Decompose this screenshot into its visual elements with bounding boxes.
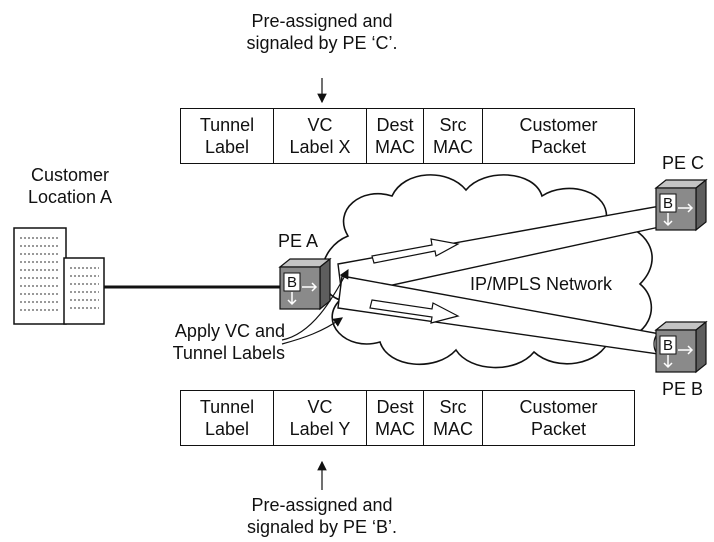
flow-arrow-upper — [371, 238, 460, 264]
bottom-note: Pre-assigned and signaled by PE ‘B’. — [246, 495, 398, 537]
flow-arrow-lower — [369, 299, 460, 324]
apply-arrow-lower — [281, 317, 343, 345]
pe-b-router-icon — [654, 320, 708, 374]
pe-b-label: PE B — [662, 379, 704, 399]
ip-mpls-network-label: IP/MPLS Network — [469, 274, 613, 294]
bottom-packet-header: Tunnel Label VC Label Y Dest MAC Src MAC… — [180, 390, 635, 446]
vc-label-field: VC Label Y — [274, 391, 367, 445]
top-packet-header: Tunnel Label VC Label X Dest MAC Src MAC… — [180, 108, 635, 164]
customer-packet-field: Customer Packet — [519, 115, 598, 157]
pe-c-port-label: B — [662, 195, 673, 212]
apply-arrow-upper — [281, 268, 349, 341]
pe-a-port-label: B — [286, 274, 297, 291]
customer-location-label: Customer Location A — [27, 165, 113, 207]
pe-a-router-icon — [278, 257, 332, 311]
pe-b-port-label: B — [662, 337, 673, 354]
tunnel-label-field: Tunnel Label — [181, 109, 274, 163]
dest-mac-field: Dest MAC — [367, 109, 424, 163]
pe-c-label: PE C — [662, 153, 705, 173]
pe-c-router-icon — [654, 178, 708, 232]
top-note: Pre-assigned and signaled by PE ‘C’. — [246, 11, 398, 53]
tunnel-label-field: Tunnel Label — [181, 391, 274, 445]
customer-packet-field: Customer Packet — [519, 397, 598, 439]
src-mac-field: Src MAC — [424, 391, 483, 445]
apply-labels-note: Apply VC and Tunnel Labels — [172, 321, 285, 363]
dest-mac-field: Dest MAC — [367, 391, 424, 445]
pe-a-label: PE A — [277, 231, 319, 251]
vc-label-field: VC Label X — [274, 109, 367, 163]
customer-building-icon — [13, 227, 105, 325]
src-mac-field: Src MAC — [424, 109, 483, 163]
